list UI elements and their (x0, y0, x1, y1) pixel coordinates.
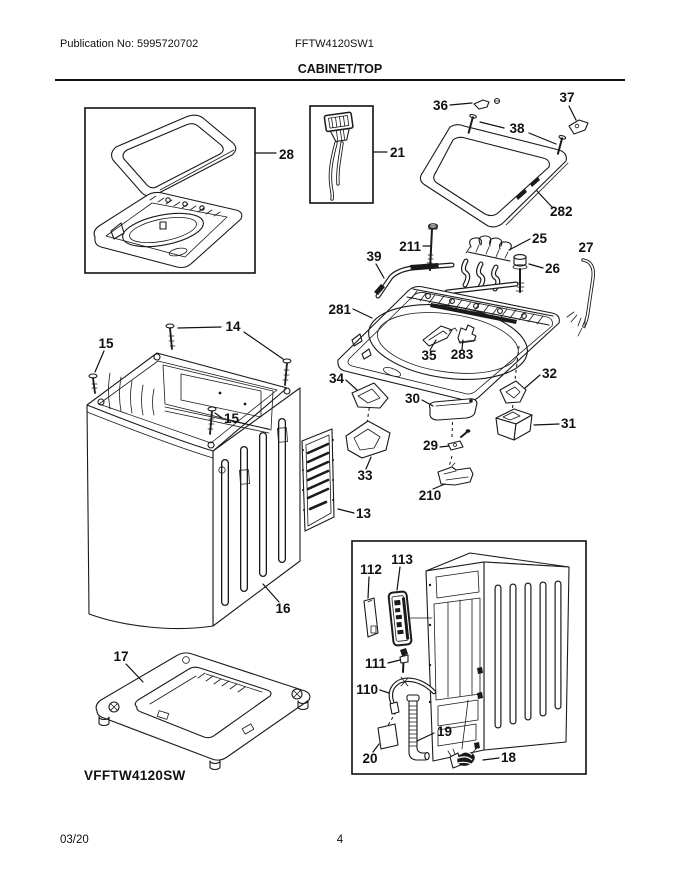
callout-16: 16 (275, 601, 291, 616)
callout-26: 26 (545, 261, 561, 276)
callout-28: 28 (279, 147, 295, 162)
callout-34: 34 (329, 371, 345, 386)
callout-15-mid: 15 (224, 411, 240, 426)
pad-33 (345, 420, 391, 459)
callout-38: 38 (509, 121, 525, 136)
footer-date: 03/20 (60, 834, 89, 846)
publication-number: Publication No: 5995720702 (60, 38, 199, 50)
screw-14-a (165, 323, 176, 350)
callout-20: 20 (362, 751, 377, 766)
drain-hose-19 (406, 694, 430, 761)
pad-34 (351, 382, 389, 409)
callout-35: 35 (421, 348, 437, 363)
callout-111: 111 (365, 656, 387, 671)
callout-39: 39 (366, 249, 381, 264)
bracket-283 (457, 324, 477, 344)
callout-33: 33 (357, 468, 373, 483)
bracket-111 (399, 648, 409, 673)
callout-113: 113 (391, 552, 413, 567)
top-panel-281 (337, 285, 560, 402)
callout-110: 110 (356, 682, 378, 697)
base-17 (95, 652, 311, 771)
callout-labels: 28 21 36 37 38 282 211 25 26 27 39 281 3… (94, 90, 594, 766)
callout-13: 13 (356, 506, 372, 521)
sticker-20 (377, 723, 399, 750)
callout-17: 17 (113, 649, 128, 664)
callout-30: 30 (405, 391, 420, 406)
hose-110 (388, 676, 437, 715)
bolt-26 (512, 254, 528, 293)
trim-strip-112 (363, 597, 379, 638)
callout-21: 21 (390, 145, 406, 160)
clip-set-25 (465, 235, 512, 262)
header-rule (55, 79, 625, 81)
wire-27 (566, 258, 595, 337)
screw-15-left (88, 373, 98, 394)
callout-283: 283 (451, 347, 474, 362)
callout-281: 281 (328, 302, 351, 317)
power-cord-18 (447, 746, 479, 769)
callout-31: 31 (561, 416, 577, 431)
callout-27: 27 (578, 240, 593, 255)
callout-211: 211 (399, 239, 421, 254)
clip-29 (447, 429, 471, 451)
pad-32 (499, 380, 527, 404)
callout-25: 25 (532, 231, 548, 246)
inset-28-lid-assembly (84, 107, 277, 274)
callout-210: 210 (419, 488, 442, 503)
bolt-211 (426, 223, 439, 271)
control-board-113 (387, 590, 413, 647)
hoses (444, 258, 519, 295)
callout-112: 112 (360, 562, 382, 577)
section-title: CABINET/TOP (297, 62, 383, 76)
callout-32: 32 (542, 366, 557, 381)
bracket-210 (437, 462, 474, 486)
screw-14-b (282, 358, 292, 386)
lid-282 (419, 97, 589, 228)
screw-15-mid (207, 406, 217, 435)
footer-page-number: 4 (336, 834, 344, 846)
lid-lock-35 (422, 325, 458, 347)
cabinet-16 (86, 323, 301, 630)
callout-15-left: 15 (98, 336, 114, 351)
model-number: FFTW4120SW1 (295, 38, 374, 50)
rear-panel-13 (301, 428, 335, 532)
callout-36: 36 (433, 98, 449, 113)
callout-18: 18 (501, 750, 517, 765)
tray-30 (428, 398, 478, 421)
block-31 (495, 408, 533, 441)
inset-rear-view (351, 540, 587, 775)
inset-21-harness (309, 105, 388, 204)
corner-parts (345, 345, 533, 486)
callout-37: 37 (559, 90, 574, 105)
variant-label: VFFTW4120SW (84, 768, 186, 783)
callout-14: 14 (225, 319, 241, 334)
parts-row-top (374, 223, 595, 337)
callout-29: 29 (423, 438, 438, 453)
callout-282: 282 (550, 204, 573, 219)
callout-19: 19 (437, 724, 452, 739)
tube-39 (374, 262, 455, 299)
